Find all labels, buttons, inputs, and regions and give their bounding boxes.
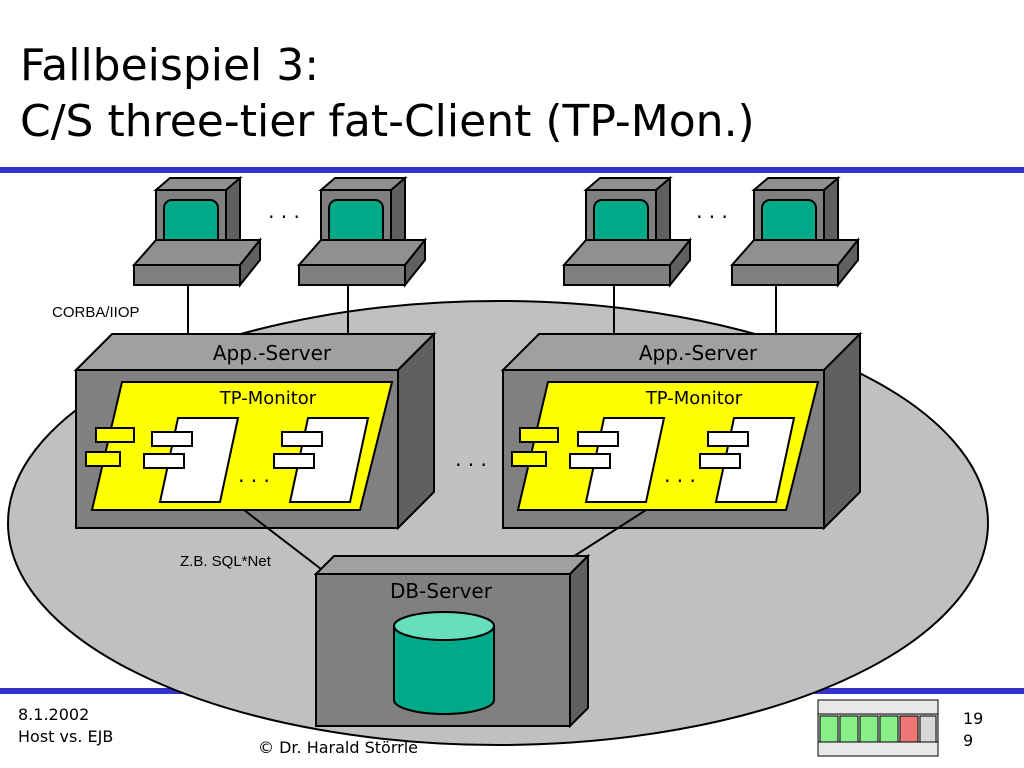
page-number-line-2: 9 (963, 731, 974, 750)
slide-title: Fallbeispiel 3: C/S three-tier fat-Clien… (20, 38, 755, 150)
protocol-label: CORBA/IIOP (52, 304, 140, 321)
db-link-label: Z.B. SQL*Net (180, 553, 272, 570)
client-computer (298, 177, 426, 286)
nav-cell (819, 715, 839, 743)
nav-cell (839, 715, 859, 743)
tp-monitor-label: TP-Monitor (645, 388, 743, 409)
slide-navigator (817, 699, 939, 757)
client-computer (563, 177, 691, 286)
server-ellipsis: . . . (455, 447, 487, 471)
slide-title-line-1: Fallbeispiel 3: (20, 40, 320, 91)
app-server-box: App.-Server TP-Monitor . . . (73, 331, 437, 531)
tp-monitor-label: TP-Monitor (219, 388, 317, 409)
page-number: 19 9 (963, 708, 983, 752)
nav-cell (919, 715, 937, 743)
nav-cell (859, 715, 879, 743)
footer-course: Host vs. EJB (18, 727, 114, 746)
nav-cell-current (899, 715, 919, 743)
client-group-ellipsis: . . . (696, 199, 728, 223)
nav-cell (879, 715, 899, 743)
interface-port (95, 427, 135, 443)
slide-title-line-2: C/S three-tier fat-Client (TP-Mon.) (20, 96, 755, 147)
footer-copyright: © Dr. Harald Störrle (258, 738, 418, 757)
app-server-label: App.-Server (639, 341, 758, 365)
app-server-box: App.-Server TP-Monitor . . . (500, 331, 863, 531)
footer-date: 8.1.2002 (18, 705, 90, 724)
footer-info: 8.1.2002 Host vs. EJB (18, 704, 113, 748)
interface-port (511, 451, 547, 467)
component-ellipsis: . . . (664, 463, 696, 487)
client-group-ellipsis: . . . (268, 199, 300, 223)
interface-port (519, 427, 559, 443)
interface-port (85, 451, 121, 467)
database-cylinder-icon (393, 611, 495, 715)
client-computer (731, 177, 859, 286)
component-ellipsis: . . . (238, 463, 270, 487)
client-computer (133, 177, 261, 286)
title-divider (0, 167, 1024, 173)
app-server-label: App.-Server (213, 341, 332, 365)
db-server-label: DB-Server (390, 579, 493, 603)
db-server-box: DB-Server (313, 553, 591, 729)
page-number-line-1: 19 (963, 709, 984, 728)
